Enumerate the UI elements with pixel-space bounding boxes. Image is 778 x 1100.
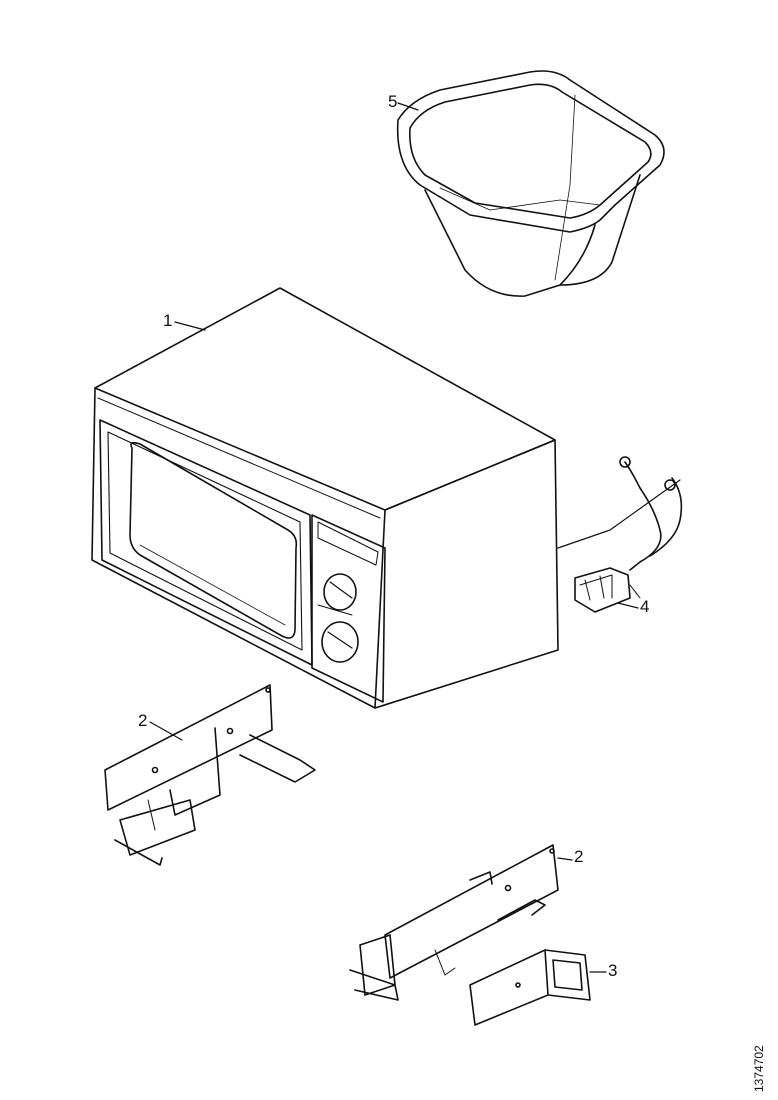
callout-1: 1 (163, 311, 173, 330)
callout-3: 3 (608, 961, 618, 980)
callout-leaders (149, 102, 639, 973)
part-3-mounting-plate (469, 949, 591, 1026)
part-2-bracket-right (349, 844, 559, 1001)
document-number: 1374702 (752, 1045, 766, 1092)
part-2-bracket-left (104, 684, 316, 866)
callout-2-right: 2 (574, 847, 584, 866)
callout-5: 5 (388, 92, 398, 111)
callout-4: 4 (640, 597, 650, 616)
callout-2-left: 2 (138, 711, 148, 730)
part-5-tray (396, 70, 665, 297)
part-4-plug-cord (574, 456, 683, 613)
part-1-microwave (91, 287, 681, 709)
